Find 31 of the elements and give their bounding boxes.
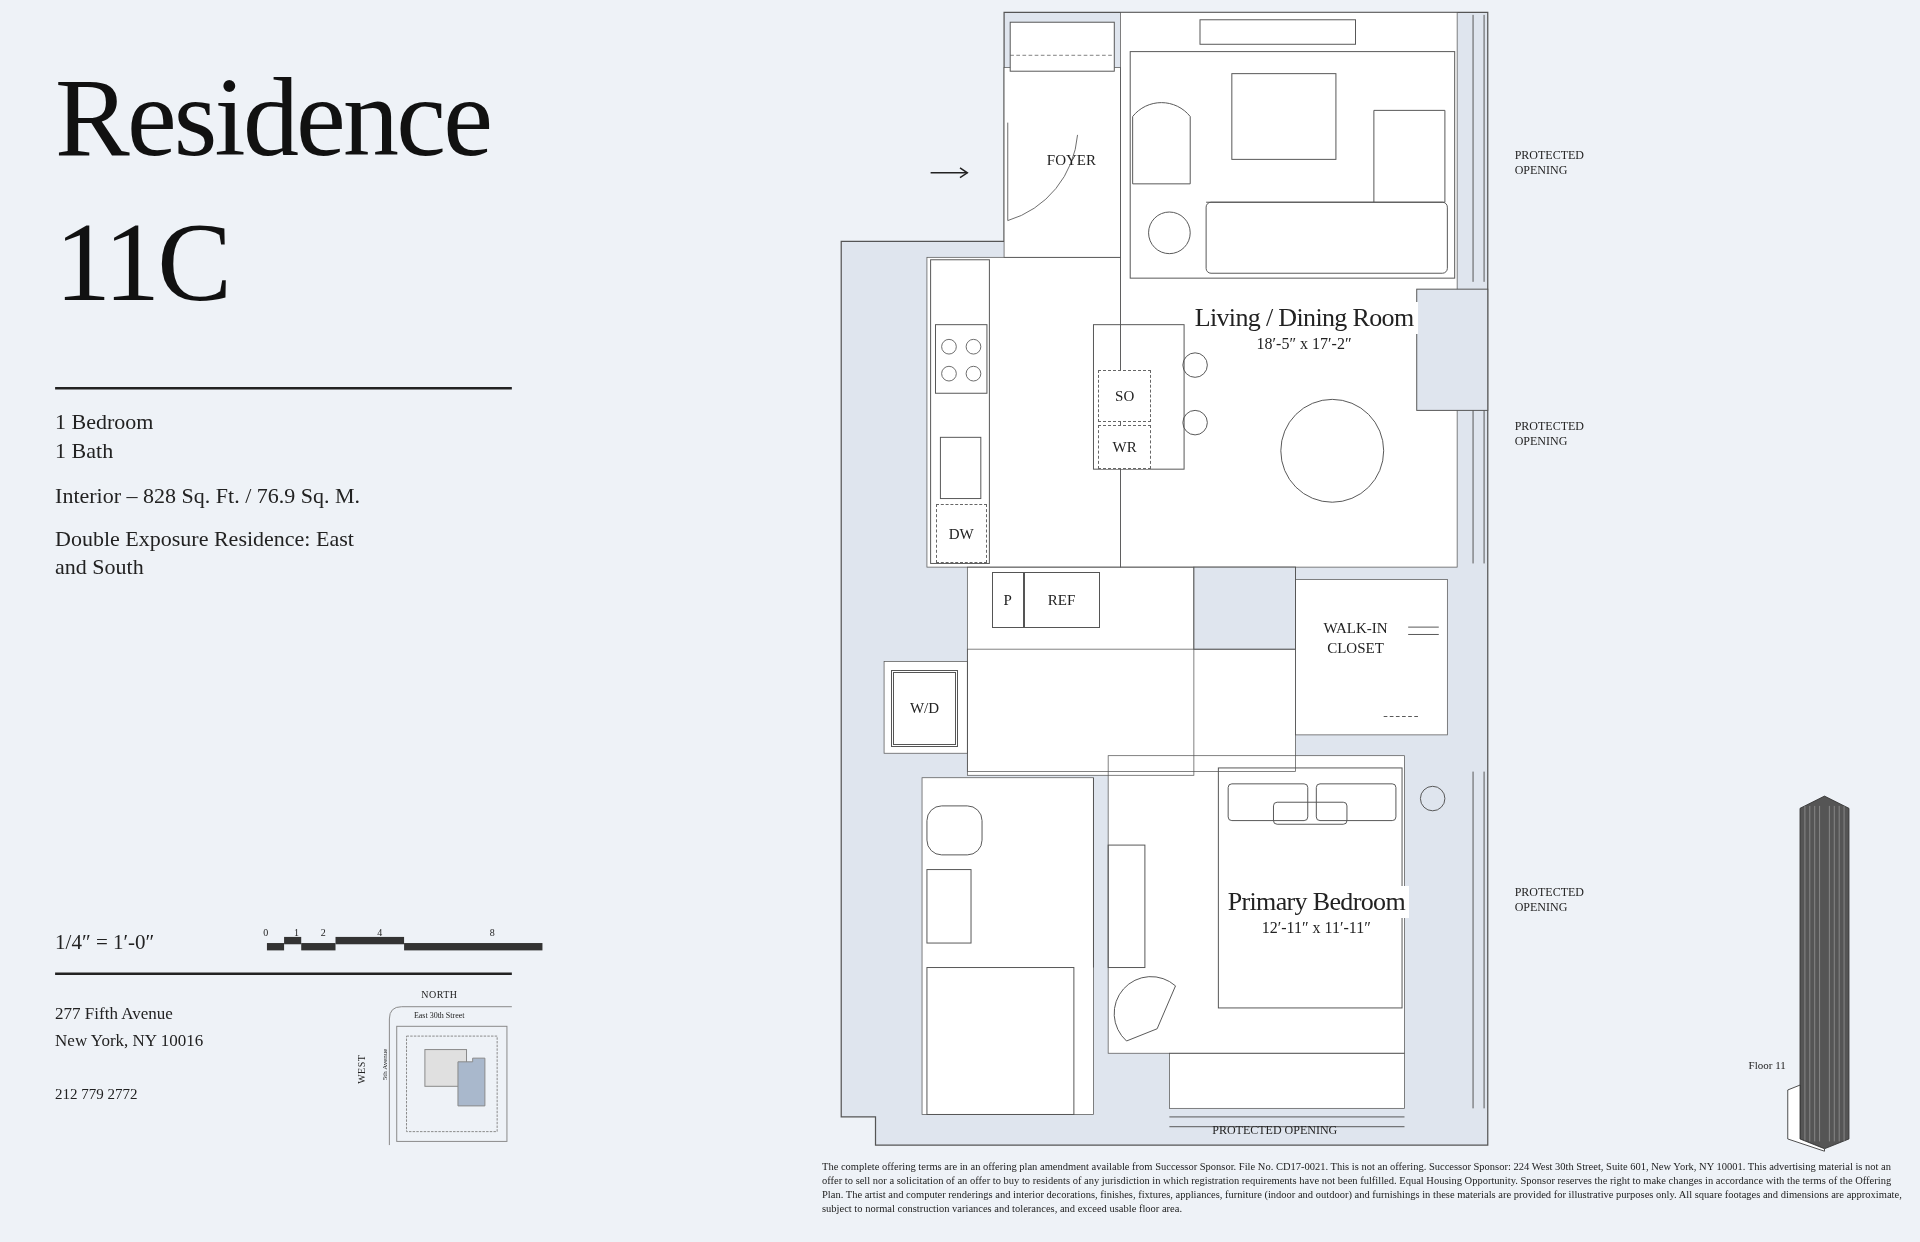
- appliance-box: DW: [935, 504, 987, 564]
- info-text: 1 Bedroom: [55, 407, 154, 436]
- window-label: PROTECTED OPENING: [1514, 148, 1586, 179]
- info-text: Floor 11: [1748, 1059, 1786, 1073]
- info-text: Interior – 828 Sq. Ft. / 76.9 Sq. M.: [55, 482, 361, 510]
- room-name: FOYER: [1046, 151, 1096, 171]
- scale-number: 0: [263, 926, 269, 940]
- residence-title: Residence 11C: [55, 54, 492, 326]
- washer-dryer-box: W/D: [891, 669, 958, 747]
- info-text: 1 Bath: [55, 437, 114, 465]
- info-text: WEST: [356, 1054, 369, 1084]
- info-text: 212 779 2772: [55, 1084, 138, 1104]
- info-text: New York, NY 10016: [55, 1029, 204, 1052]
- scale-number: 1: [293, 926, 299, 940]
- info-text: 1/4″ = 1′-0″: [55, 929, 155, 956]
- appliance-box: P: [991, 571, 1024, 629]
- window-label: PROTECTED OPENING: [1514, 418, 1586, 449]
- scale-number: 4: [377, 926, 383, 940]
- appliance-box: REF: [1023, 571, 1100, 629]
- info-text: 277 Fifth Avenue: [55, 1002, 173, 1025]
- disclaimer-text: The complete offering terms are in an offering plan amendment available from Successor Sponsor. File No. CD17-0021. This is not an offering. Successor Sponsor: 224 West 30th Street, Suite 601, New York, NY 10001. This advertising material is not an offer to sell nor a solicitation of an offer to buy to residents of any jurisdiction in which registration requirements have not been fulfilled. Equal Housing Opportunity. Sponsor reserves the right to make changes in accordance with the terms of the Offering Plan. The artist and computer renderings and interior decorations, finishes, fixtures, appliances, furniture (indoor and outdoor) and furnishings in these materials are provided for illustrative purposes only. All square footages and dimensions are approximate, subject to normal construction variances and tolerances, and exceed usable floor area.: [822, 1160, 1903, 1216]
- info-text: NORTH: [421, 989, 458, 1002]
- appliance-box: WR: [1098, 424, 1151, 469]
- window-label: PROTECTED OPENING: [1514, 885, 1586, 916]
- room-name: WALK-IN CLOSET: [1322, 618, 1389, 658]
- info-text: East 30th Street: [413, 1011, 465, 1022]
- appliance-box: SO: [1098, 369, 1151, 423]
- window-label: PROTECTED OPENING: [1212, 1122, 1338, 1138]
- info-text: Double Exposure Residence: East and South: [55, 525, 355, 581]
- scale-number: 2: [320, 926, 326, 940]
- scale-number: 8: [489, 926, 495, 940]
